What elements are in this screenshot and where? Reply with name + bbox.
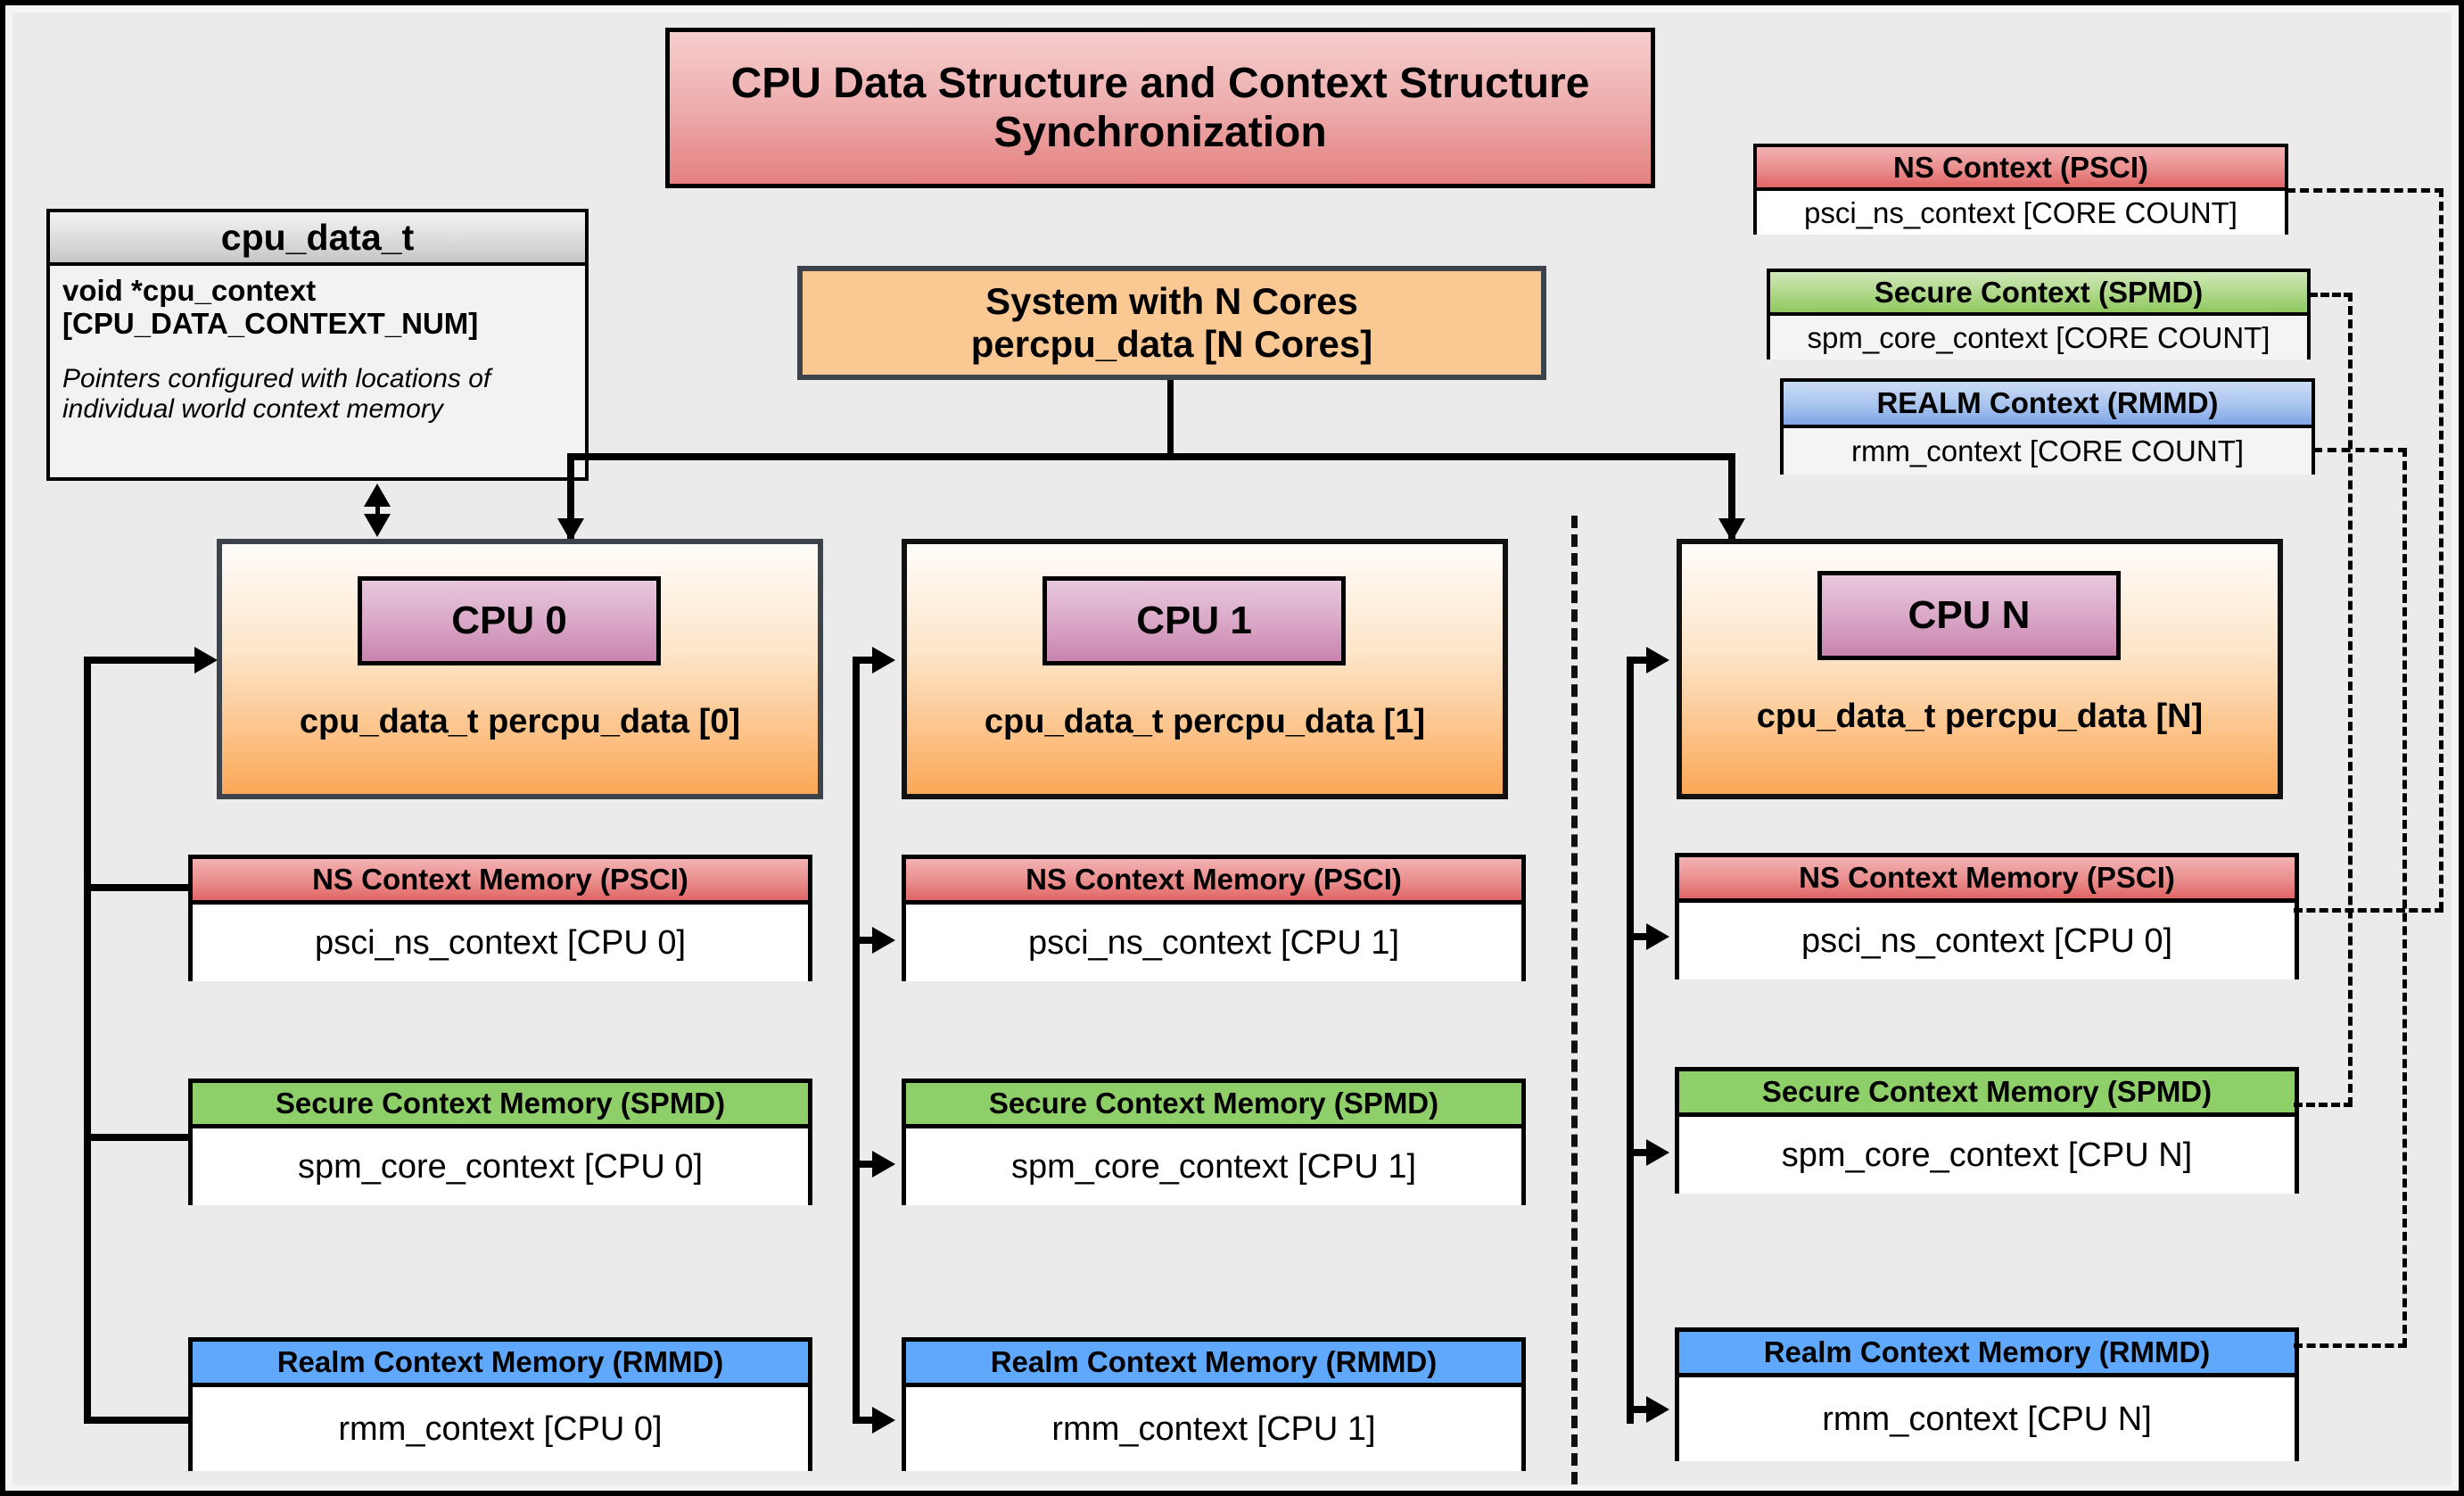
coln-bracket-arm-ns xyxy=(1627,933,1655,940)
cpu-chip-label-n: CPU N xyxy=(1908,593,2031,637)
memory-body-n-secure: spm_core_context [CPU N] xyxy=(1679,1117,2295,1194)
struct-header: cpu_data_t xyxy=(50,212,585,266)
diagram-title: CPU Data Structure and Context Structure… xyxy=(665,28,1655,188)
cpu-chip-n: CPU N xyxy=(1817,571,2121,660)
memory-header-n-realm: Realm Context Memory (RMMD) xyxy=(1679,1332,2295,1377)
memory-box-0-ns: NS Context Memory (PSCI) psci_ns_context… xyxy=(188,855,812,981)
memory-box-n-realm: Realm Context Memory (RMMD) rmm_context … xyxy=(1675,1327,2299,1461)
global-context-secure-header: Secure Context (SPMD) xyxy=(1770,272,2307,316)
memory-body-n-realm: rmm_context [CPU N] xyxy=(1679,1377,2295,1461)
struct-field-line-2: [CPU_DATA_CONTEXT_NUM] xyxy=(62,306,479,340)
coln-bracket-arrow-realm xyxy=(1646,1396,1669,1423)
global-context-secure-body: spm_core_context [CORE COUNT] xyxy=(1770,316,2307,360)
coln-bracket-arrow-cpu xyxy=(1646,647,1669,674)
coln-bracket-arm-secure xyxy=(1627,1149,1655,1156)
tree-arrow-cpu0 xyxy=(557,518,584,541)
global-context-realm: REALM Context (RMMD) rmm_context [CORE C… xyxy=(1780,378,2315,475)
cpu-chip-label-1: CPU 1 xyxy=(1136,599,1252,642)
cpu-caption-1: cpu_data_t percpu_data [1] xyxy=(984,703,1426,740)
global-context-ns-header: NS Context (PSCI) xyxy=(1757,147,2285,191)
memory-body-1-secure: spm_core_context [CPU 1] xyxy=(906,1128,1521,1205)
struct-link-arrow-up xyxy=(364,484,391,507)
global-context-realm-body: rmm_context [CORE COUNT] xyxy=(1784,428,2312,475)
global-context-secure: Secure Context (SPMD) spm_core_context [… xyxy=(1767,269,2311,360)
left-bracket-trunk xyxy=(84,657,91,1424)
col1-bracket-arrow-ns xyxy=(872,927,895,954)
cpu-data-t-struct-box: cpu_data_t void *cpu_context [CPU_DATA_C… xyxy=(46,209,589,481)
cpu-block-n: CPU N cpu_data_t percpu_data [N] xyxy=(1677,539,2283,799)
global-context-ns-body: psci_ns_context [CORE COUNT] xyxy=(1757,191,2285,235)
memory-body-0-ns: psci_ns_context [CPU 0] xyxy=(193,905,808,981)
coln-bracket-arrow-ns xyxy=(1646,923,1669,950)
col1-bracket-arm-cpu xyxy=(853,657,881,664)
memory-box-1-ns: NS Context Memory (PSCI) psci_ns_context… xyxy=(902,855,1526,981)
memory-header-n-ns: NS Context Memory (PSCI) xyxy=(1679,857,2295,903)
memory-box-n-ns: NS Context Memory (PSCI) psci_ns_context… xyxy=(1675,853,2299,979)
dash-ns-vert xyxy=(2439,188,2443,911)
memory-body-0-realm: rmm_context [CPU 0] xyxy=(193,1387,808,1471)
col1-bracket-arrow-cpu xyxy=(872,647,895,674)
system-box-line-1: System with N Cores xyxy=(985,279,1358,322)
dash-realm-top xyxy=(2313,448,2407,452)
cpu-chip-label-0: CPU 0 xyxy=(451,599,567,642)
cpu-caption-0: cpu_data_t percpu_data [0] xyxy=(299,703,741,740)
left-bracket-arm-secure xyxy=(84,1134,209,1141)
dash-realm-vert xyxy=(2402,448,2407,1347)
struct-field-line-1: void *cpu_context xyxy=(62,274,317,307)
left-bracket-arm-ns xyxy=(84,884,209,891)
memory-header-n-secure: Secure Context Memory (SPMD) xyxy=(1679,1071,2295,1117)
memory-box-0-secure: Secure Context Memory (SPMD) spm_core_co… xyxy=(188,1079,812,1205)
dash-ns-top xyxy=(2287,188,2443,193)
dash-secure-bottom xyxy=(2294,1103,2353,1107)
struct-link-arrow-down xyxy=(364,514,391,537)
memory-header-1-realm: Realm Context Memory (RMMD) xyxy=(906,1342,1521,1387)
col1-bracket-arm-realm xyxy=(853,1417,881,1424)
global-context-realm-header: REALM Context (RMMD) xyxy=(1784,382,2312,428)
tree-crossbar xyxy=(567,453,1735,460)
memory-box-0-realm: Realm Context Memory (RMMD) rmm_context … xyxy=(188,1337,812,1471)
coln-bracket-arm-realm xyxy=(1627,1406,1655,1413)
dash-secure-vert xyxy=(2348,293,2353,1106)
col1-bracket-trunk xyxy=(853,657,860,1424)
tree-branch-cpun xyxy=(1728,453,1735,539)
coln-bracket-arrow-secure xyxy=(1646,1139,1669,1166)
cpu-caption-n: cpu_data_t percpu_data [N] xyxy=(1756,698,2204,735)
memory-header-1-secure: Secure Context Memory (SPMD) xyxy=(906,1083,1521,1128)
cpu-chip-0: CPU 0 xyxy=(358,576,661,665)
global-context-ns: NS Context (PSCI) psci_ns_context [CORE … xyxy=(1753,144,2288,235)
memory-header-0-realm: Realm Context Memory (RMMD) xyxy=(193,1342,808,1387)
tree-trunk xyxy=(1167,380,1174,459)
memory-header-0-secure: Secure Context Memory (SPMD) xyxy=(193,1083,808,1128)
memory-box-n-secure: Secure Context Memory (SPMD) spm_core_co… xyxy=(1675,1067,2299,1194)
tree-arrow-cpun xyxy=(1718,518,1745,541)
dash-realm-bottom xyxy=(2294,1343,2407,1348)
cpu-chip-1: CPU 1 xyxy=(1042,576,1346,665)
system-box-line-2: percpu_data [N Cores] xyxy=(970,323,1373,365)
coln-bracket-arm-cpu xyxy=(1627,657,1655,664)
memory-box-1-secure: Secure Context Memory (SPMD) spm_core_co… xyxy=(902,1079,1526,1205)
left-bracket-arm-cpu0 xyxy=(84,657,209,664)
system-box: System with N Cores percpu_data [N Cores… xyxy=(797,266,1546,380)
column-divider xyxy=(1571,516,1578,1484)
memory-header-0-ns: NS Context Memory (PSCI) xyxy=(193,859,808,905)
col1-bracket-arm-secure xyxy=(853,1161,881,1168)
memory-box-1-realm: Realm Context Memory (RMMD) rmm_context … xyxy=(902,1337,1526,1471)
cpu-block-0: CPU 0 cpu_data_t percpu_data [0] xyxy=(217,539,823,799)
memory-body-1-ns: psci_ns_context [CPU 1] xyxy=(906,905,1521,981)
col1-bracket-arm-ns xyxy=(853,937,881,944)
coln-bracket-trunk xyxy=(1627,657,1634,1424)
memory-body-n-ns: psci_ns_context [CPU 0] xyxy=(1679,903,2295,979)
tree-branch-cpu0 xyxy=(567,453,574,539)
dash-ns-bottom xyxy=(2294,908,2443,913)
col1-bracket-arrow-realm xyxy=(872,1407,895,1434)
struct-note: Pointers configured with locations of in… xyxy=(62,363,491,425)
left-bracket-arm-realm xyxy=(84,1417,209,1424)
memory-body-0-secure: spm_core_context [CPU 0] xyxy=(193,1128,808,1205)
memory-body-1-realm: rmm_context [CPU 1] xyxy=(906,1387,1521,1471)
memory-header-1-ns: NS Context Memory (PSCI) xyxy=(906,859,1521,905)
dash-secure-top xyxy=(2309,293,2353,297)
left-bracket-arrow-cpu0 xyxy=(194,647,218,674)
cpu-block-1: CPU 1 cpu_data_t percpu_data [1] xyxy=(902,539,1508,799)
col1-bracket-arrow-secure xyxy=(872,1151,895,1178)
